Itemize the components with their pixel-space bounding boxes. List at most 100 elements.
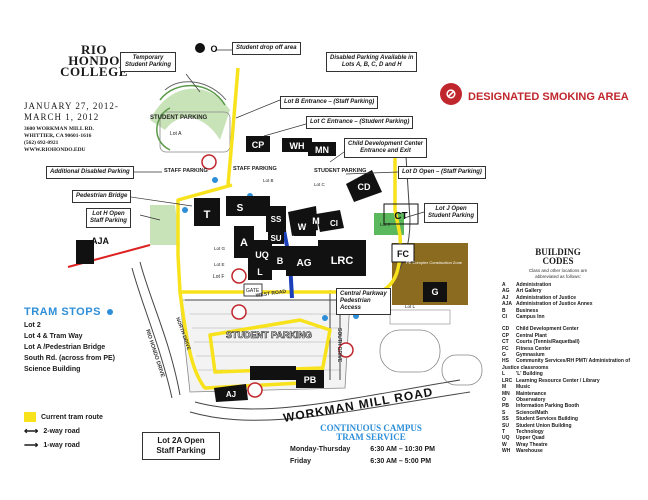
legend-label: 1-way road [43,442,80,449]
building-code-name: Student Services Building [516,416,578,423]
building-label-b: B [277,256,284,266]
building-code-name: 'L' Building [516,371,543,378]
building-label-l: L [257,267,263,277]
callout-text: Student drop off area [236,45,297,51]
callout-text: Lot D Open – (Staff Parking) [402,169,482,175]
building-wh [282,138,312,152]
building-code-name: Art Gallery [516,288,542,295]
callout-text: Access [340,305,362,311]
building-code: SS [502,416,509,423]
tram-stop-item: South Rd. (across from PE) [24,355,116,362]
building-label-aj: AJ [226,390,236,399]
tram-route-swatch-icon [24,412,36,422]
building-hs [250,366,296,380]
building-code: M [502,384,507,391]
callout-text: Additional Disabled Parking [50,169,130,175]
building-aja [76,240,94,264]
legend-tram-route: Current tram route [24,412,103,422]
building-code-name: Administration of Justice [516,294,577,301]
building-ci [316,210,344,232]
map-label-lot-a: Lot A [170,131,182,137]
building-code: MN [502,390,510,397]
building-label-cp: CP [252,140,265,150]
building-code: CP [502,332,509,339]
phone-number: (562) 692-0921 [24,140,59,146]
map-label-lot-j: Lot J [380,222,390,227]
callout-text: Temporary Student Parking [124,55,171,68]
callout-text: Lot 2A Open [157,436,205,445]
one-way-arrow-icon: ⟶ [24,440,39,451]
building-label-hs: HS [267,368,280,378]
building-label-w: W [298,222,307,232]
website-link[interactable]: WWW.RIOHONDO.EDU [24,147,86,153]
building-code: O [502,396,506,403]
building-code-name: Maintenance [516,390,547,397]
callout-text: Pedestrian [340,298,371,304]
sports-field [379,329,441,373]
green-area [150,88,230,140]
buildings [76,43,447,402]
building-s [226,196,270,216]
callout-text: Student Parking [428,213,475,219]
building-code-name: Community Services/RH PMT/ Administratio… [502,358,630,371]
gate-box [243,283,263,297]
building-w [294,218,316,236]
building-label-cd: CD [358,182,371,192]
green-area [150,205,180,245]
building-code: HS [502,358,509,365]
building-code-name: Wray Theatre [516,441,548,448]
building-label-lrc: LRC [331,255,354,267]
two-way-arrow-icon: ⟷ [24,426,39,437]
building-code: S [502,409,506,416]
codes-title-line: CODES [542,256,574,266]
building-code-name: Warehouse [516,448,543,455]
map-label-workman-mill-road: WORKMAN MILL ROAD [282,385,434,425]
hours-days: Monday-Thursday [290,446,351,453]
callout-text: Entrance and Exit [360,148,411,154]
callout-text: Lot C Entrance – (Student Parking) [310,119,410,125]
map-label-lot-b: Lot B [263,178,274,183]
building-code-row: L'L' Building [502,371,648,377]
map-label-south-drive: SOUTH DRIVE [336,328,342,363]
map-label-staff-parking: STAFF PARKING [164,168,208,174]
callout-lines [123,49,425,221]
callout-text: Staff Parking [90,218,127,224]
college-name-line3: COLLEGE [60,64,128,79]
map-label-lot-g: Lot G [214,246,226,251]
hours-row: Monday-Thursday 6:30 AM – 10:30 PM [290,445,453,455]
parking-outline [164,81,227,101]
callout-lot-h: Lot H Open Staff Parking [86,208,131,228]
building-code: AG [502,288,510,295]
map-label-lot-f: Lot F [213,274,224,280]
building-label-ci: CI [330,219,338,228]
building-code-name: Technology [516,428,544,435]
building-code-row: SS Student Services Building [502,416,648,422]
building-code: PB [502,403,509,410]
callout-text: Lots A, B, C, D and H [341,62,402,68]
map-label-pe-complex: PE Complex Construction Zone [406,260,463,265]
building-fc-outline [391,243,415,263]
map-label-rio-hondo-drive: RIO HONDO DRIVE [144,329,165,379]
callout-lot-c-entrance: Lot C Entrance – (Student Parking) [306,116,414,129]
building-code-name: Music [516,384,531,391]
callout-pedestrian-bridge: Pedestrian Bridge [72,190,132,203]
map-label-lot-c: Lot C [314,182,326,187]
building-code-row: M Music [502,384,648,390]
building-label-a: A [240,237,248,249]
building-label-mn: MN [315,145,329,155]
college-address: 3600 WORKMAN MILL RD. WHITTIER, CA 90601… [24,126,144,154]
tram-service-title-line: TRAM SERVICE [336,432,406,442]
smoking-area-label: DESIGNATED SMOKING AREA [468,91,629,103]
building-label-wh: WH [290,141,305,151]
building-ss [266,206,286,232]
